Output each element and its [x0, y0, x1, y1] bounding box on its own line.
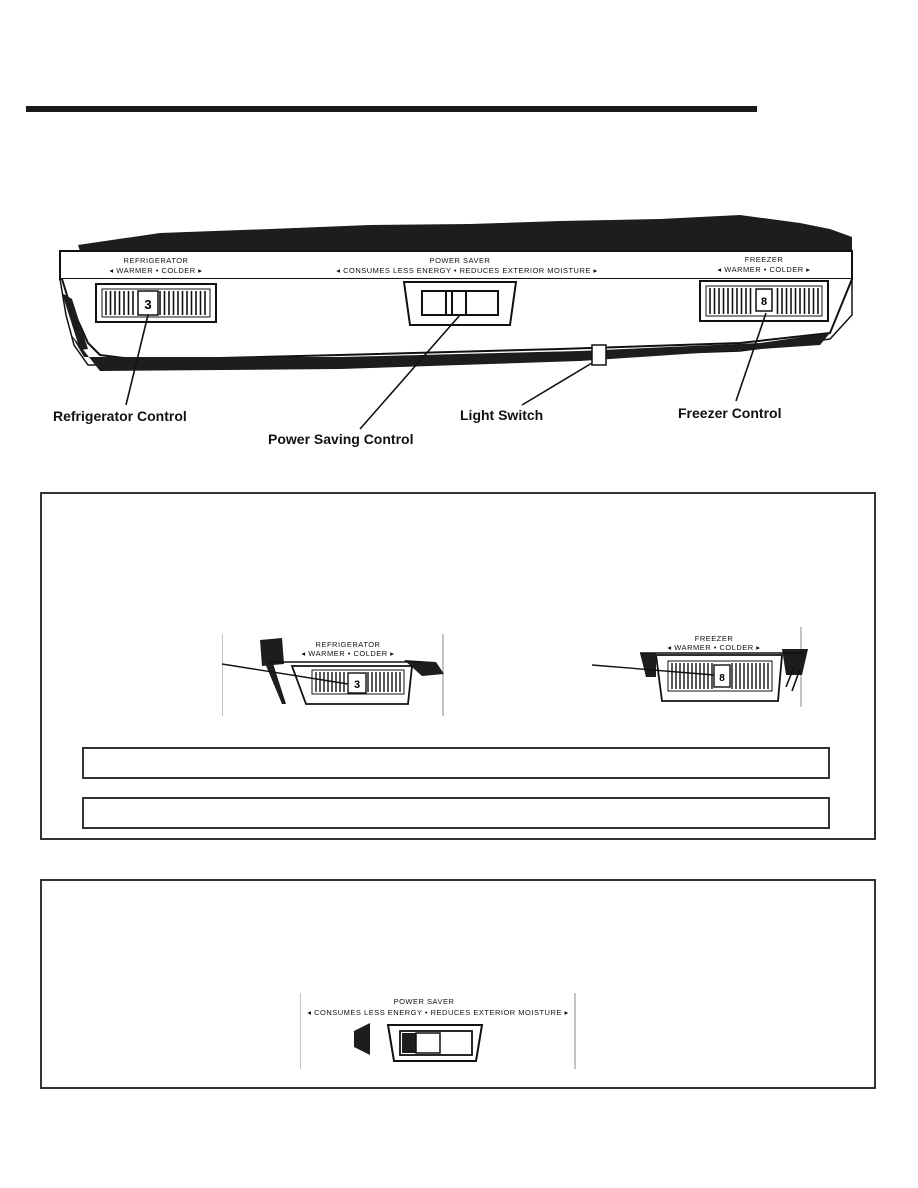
detail-power-saver-scale: ◂ CONSUMES LESS ENERGY • REDUCES EXTERIO… [307, 1008, 568, 1017]
detail-refrigerator-title: REFRIGERATOR [316, 640, 381, 649]
refrigerator-dial: 3 [95, 283, 217, 323]
arrow-left-icon [354, 1023, 370, 1055]
freezer-scale: ◂ WARMER • COLDER ▸ [717, 265, 810, 274]
power-saver-title: POWER SAVER [430, 256, 491, 265]
detail-refrigerator-setting: 3 [354, 679, 360, 691]
label-power-saving-control: Power Saving Control [268, 431, 413, 447]
label-light-switch: Light Switch [460, 407, 543, 423]
detail-freezer-setting: 8 [719, 673, 725, 684]
refrigerator-title: REFRIGERATOR [124, 256, 189, 265]
freezer-control-detail: FREEZER ◂ WARMER • COLDER ▸ 8 [591, 627, 808, 707]
refrigerator-control-detail: REFRIGERATOR ◂ WARMER • COLDER ▸ 3 [222, 634, 444, 716]
detail-freezer-scale: ◂ WARMER • COLDER ▸ [667, 643, 760, 652]
freezer-title: FREEZER [745, 255, 784, 264]
detail-freezer-title: FREEZER [695, 634, 734, 643]
label-refrigerator-control: Refrigerator Control [53, 408, 187, 424]
temperature-settings-section [40, 492, 876, 840]
freezer-dial: 8 [699, 280, 829, 322]
freezer-setting: 8 [761, 296, 767, 308]
refrigerator-scale: ◂ WARMER • COLDER ▸ [109, 266, 202, 275]
refrigerator-setting: 3 [144, 297, 151, 312]
detail-refrigerator-scale: ◂ WARMER • COLDER ▸ [301, 649, 394, 658]
power-saver-switch [402, 281, 518, 326]
power-saver-detail: POWER SAVER ◂ CONSUMES LESS ENERGY • RED… [300, 993, 576, 1069]
control-panel-illustration: REFRIGERATOR ◂ WARMER • COLDER ▸ 3 POWER… [53, 215, 853, 447]
power-saver-scale: ◂ CONSUMES LESS ENERGY • REDUCES EXTERIO… [336, 266, 597, 275]
detail-power-saver-title: POWER SAVER [394, 997, 455, 1006]
label-freezer-control: Freezer Control [678, 405, 781, 421]
note-box-1 [82, 747, 830, 779]
light-switch-plunger [591, 344, 607, 366]
note-box-2 [82, 797, 830, 829]
header-rule [26, 106, 757, 112]
